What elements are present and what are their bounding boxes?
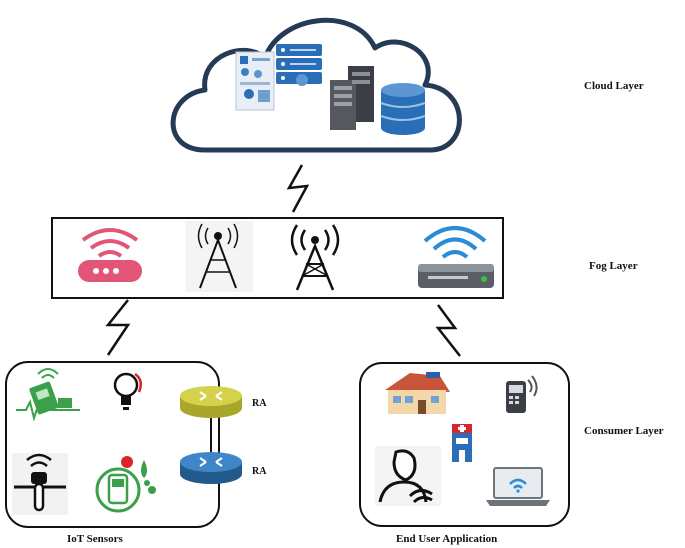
end-user-application-label: End User Application (396, 533, 498, 545)
lightning-icon (435, 304, 461, 357)
wifi-router-icon (78, 228, 142, 282)
water-sensor-icon (95, 456, 156, 513)
server-stack-icon (276, 44, 322, 86)
database-icon (380, 83, 426, 135)
ra-label-bottom: RA (252, 466, 267, 477)
phone-icon (506, 375, 538, 413)
user-icon (375, 446, 441, 506)
cloud-layer-label: Cloud Layer (584, 80, 644, 92)
radio-tower-icon (290, 224, 340, 291)
server-rack-icon (330, 66, 374, 130)
consumer-layer-label: Consumer Layer (584, 425, 664, 437)
house-icon (385, 372, 450, 414)
modem-icon (418, 226, 494, 288)
ra-label-top: RA (252, 398, 267, 409)
probe-sensor-icon (12, 453, 68, 515)
fog-layer-label: Fog Layer (589, 260, 638, 272)
cell-tower-icon (185, 221, 253, 292)
app-panel-icon (235, 51, 275, 111)
router-icon (180, 386, 242, 418)
laptop-icon (486, 467, 550, 506)
hospital-icon (452, 424, 472, 462)
bulb-icon (113, 372, 143, 410)
sensor-icon (16, 368, 80, 422)
lightning-icon (105, 299, 131, 356)
lightning-icon (286, 164, 310, 213)
router-icon (180, 452, 242, 484)
iot-sensors-label: IoT Sensors (67, 533, 123, 545)
